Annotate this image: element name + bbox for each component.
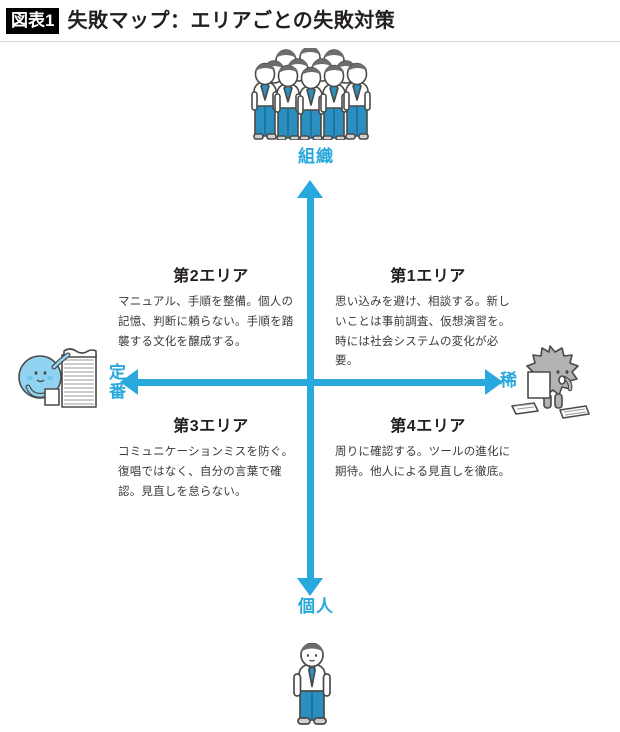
crowd-of-businesspeople-illustration	[248, 46, 372, 145]
figure-number-badge: 図表1	[6, 8, 60, 34]
quadrant-area-1: 第1エリア 思い込みを避け、相談する。新しいことは事前調査、仮想演習を。時には社…	[335, 262, 521, 372]
quadrant-heading: 第3エリア	[173, 418, 249, 435]
single-businessman-illustration	[284, 642, 340, 732]
blue-blob-character-with-paper-stack-illustration	[18, 343, 100, 420]
quadrant-body: マニュアル、手順を整備。個人の記憶、判断に頼らない。手順を踏襲する文化を醸成する…	[118, 296, 294, 348]
page-title: 失敗マップ：エリアごとの失敗対策	[67, 10, 396, 32]
title-divider	[0, 41, 620, 42]
quadrant-body: 思い込みを避け、相談する。新しいことは事前調査、仮想演習を。時には社会システムの…	[335, 296, 511, 368]
arrow-right-icon	[485, 369, 503, 395]
axis-label-right: 稀	[500, 371, 518, 390]
quadrant-area-2: 第2エリア マニュアル、手順を整備。個人の記憶、判断に頼らない。手順を踏襲する文…	[118, 262, 304, 352]
axis-label-left: 定番	[106, 363, 125, 401]
quadrant-heading: 第1エリア	[390, 268, 466, 285]
quadrant-heading: 第4エリア	[390, 418, 466, 435]
arrow-down-icon	[297, 578, 323, 596]
arrow-up-icon	[297, 180, 323, 198]
page-header: 図表1 失敗マップ：エリアごとの失敗対策	[6, 8, 395, 34]
quadrant-heading: 第2エリア	[173, 268, 249, 285]
quadrant-area-3: 第3エリア コミュニケーションミスを防ぐ。復唱ではなく、自分の言葉で確認。見直し…	[118, 412, 304, 502]
axis-label-top: 組織	[298, 147, 334, 166]
gray-spiky-character-reading-papers-illustration	[508, 342, 594, 427]
quadrant-body: 周りに確認する。ツールの進化に期待。他人による見直しを徹底。	[335, 446, 511, 478]
axis-label-bottom: 個人	[298, 597, 334, 616]
quadrant-area-4: 第4エリア 周りに確認する。ツールの進化に期待。他人による見直しを徹底。	[335, 412, 521, 483]
quadrant-body: コミュニケーションミスを防ぐ。復唱ではなく、自分の言葉で確認。見直しを怠らない。	[118, 446, 294, 498]
arrow-left-icon	[120, 369, 138, 395]
horizontal-axis-line	[135, 379, 487, 386]
